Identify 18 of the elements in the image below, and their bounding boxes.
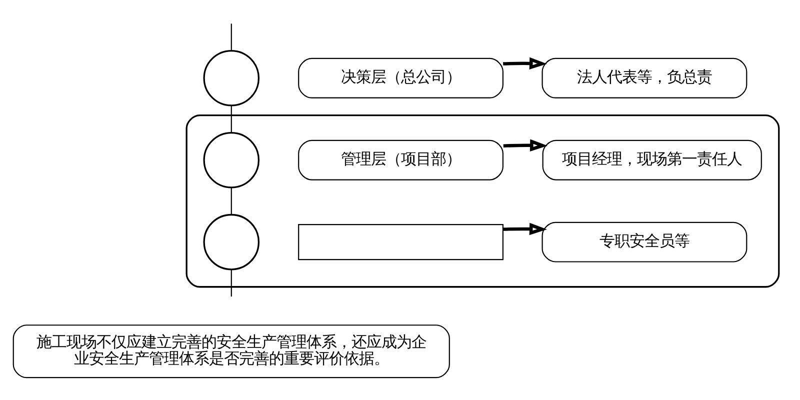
connector (230, 24, 232, 51)
node-circle (202, 50, 260, 106)
node-box: 施工现场不仅应建立完善的安全生产管理体系，还应成为企业安全生产管理体系是否完善的重要评价依据。 (12, 324, 450, 378)
connector (230, 106, 232, 132)
node-box: 专职安全员等 (541, 222, 747, 262)
node-box: 决策层（总公司） (298, 58, 503, 98)
node-box: 项目经理，现场第一责任人 (542, 140, 762, 180)
connector (230, 188, 232, 214)
connector (230, 270, 232, 297)
node-box: 法人代表等，负总责 (541, 58, 747, 98)
cluster (185, 114, 780, 288)
node-box: 管理层（项目部） (298, 140, 503, 180)
node-circle (202, 214, 260, 270)
node-circle (202, 132, 260, 188)
arrow (502, 139, 548, 152)
arrow (502, 57, 546, 70)
arrow (502, 222, 546, 236)
node-box (298, 224, 503, 260)
